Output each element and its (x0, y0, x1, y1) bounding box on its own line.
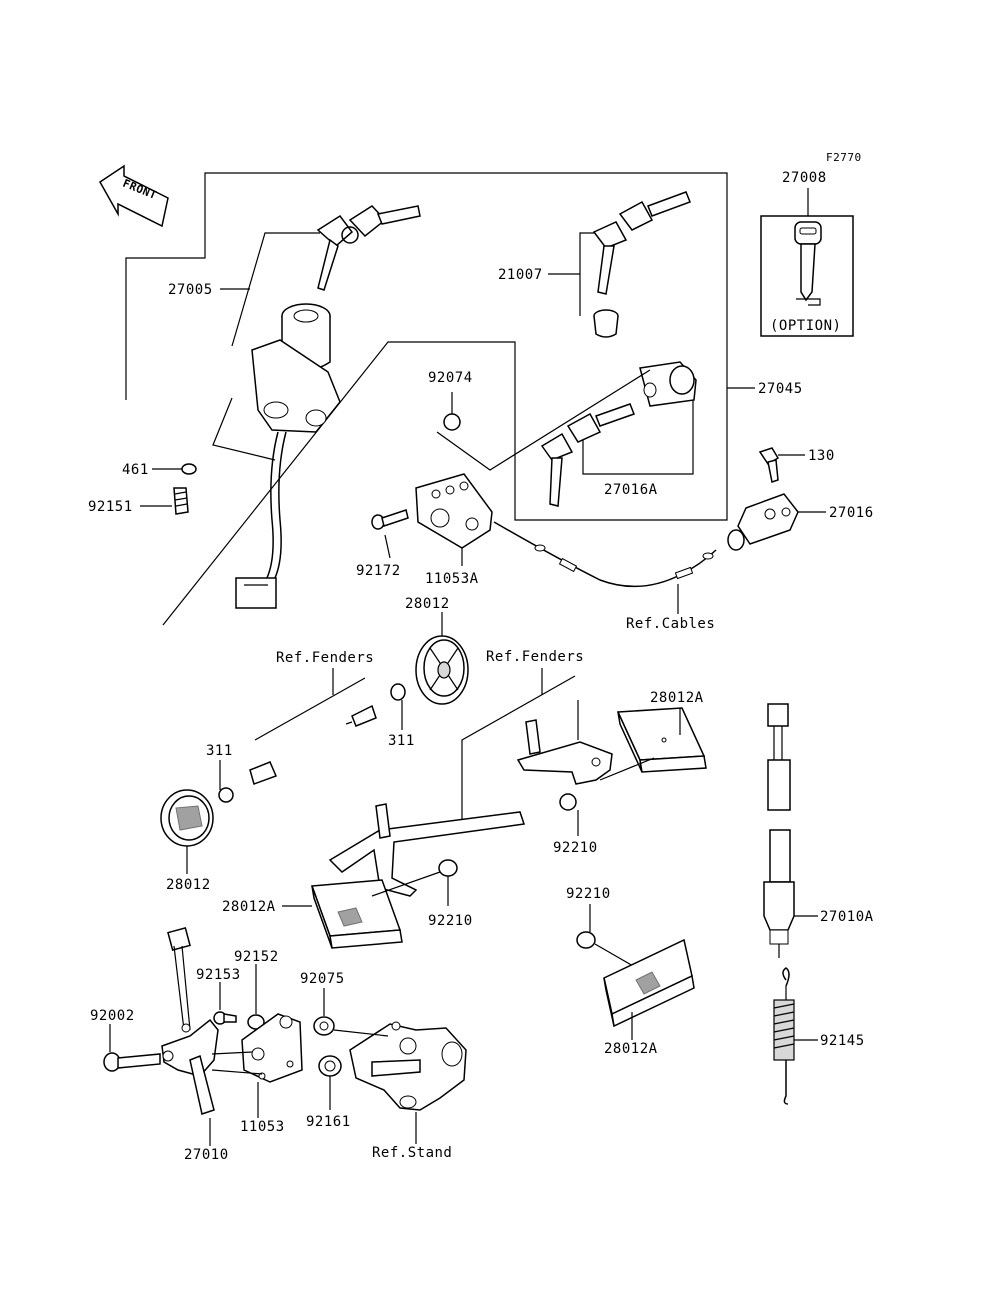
option-box (760, 215, 854, 337)
keys-21007-icon (592, 191, 691, 295)
label-92074: 92074 (428, 370, 473, 386)
label-27016: 27016 (829, 505, 874, 521)
lock-27016A-icon (639, 361, 697, 407)
label-311-lower: 311 (206, 743, 233, 759)
keys-27016A-icon (540, 403, 635, 507)
label-option: (OPTION) (770, 318, 841, 334)
label-28012A-mid: 28012A (222, 899, 276, 915)
bolt-130-icon (758, 447, 780, 483)
reflector-28012A-bottom-icon (603, 938, 695, 1028)
collar-92161-icon (318, 1055, 342, 1077)
label-28012A-bottom: 28012A (604, 1041, 658, 1057)
keys-27005-icon (316, 205, 421, 291)
label-27016A: 27016A (604, 482, 658, 498)
label-27008: 27008 (782, 170, 827, 186)
label-28012A-top: 28012A (650, 690, 704, 706)
label-92172: 92172 (356, 563, 401, 579)
bolt-92151-icon (173, 487, 189, 515)
label-92075: 92075 (300, 971, 345, 987)
label-27010: 27010 (184, 1147, 229, 1163)
label-92161: 92161 (306, 1114, 351, 1130)
cylinder-21007-icon (593, 309, 619, 338)
bolt-92002-icon (103, 1052, 161, 1072)
label-ref-stand: Ref.Stand (372, 1145, 452, 1161)
label-28012-left: 28012 (166, 877, 211, 893)
bracket-reflector-lower-icon (328, 803, 525, 897)
switch-27010A-icon (763, 703, 795, 958)
label-ref-fenders-right: Ref.Fenders (486, 649, 584, 665)
bolt-92172-icon (371, 509, 409, 530)
reflector-28012-left-icon (160, 789, 214, 847)
cable-icon (493, 521, 717, 588)
label-27010A: 27010A (820, 909, 874, 925)
plate-11053-icon (241, 1013, 303, 1083)
label-92152: 92152 (234, 949, 279, 965)
label-28012-top: 28012 (405, 596, 450, 612)
label-92210-mid: 92210 (428, 913, 473, 929)
group-outline-27045 (125, 172, 728, 626)
label-21007: 21007 (498, 267, 543, 283)
figure-code: F2770 (826, 151, 862, 164)
label-92210-upper: 92210 (553, 840, 598, 856)
label-130: 130 (808, 448, 835, 464)
nut-311-upper-icon (390, 683, 406, 701)
label-27005: 27005 (168, 282, 213, 298)
label-ref-cables: Ref.Cables (626, 616, 715, 632)
bolt-92153-icon (213, 1011, 237, 1025)
collar-92075-icon (313, 1016, 335, 1036)
label-11053: 11053 (240, 1119, 285, 1135)
label-92210-right: 92210 (566, 886, 611, 902)
label-ref-fenders-left: Ref.Fenders (276, 650, 374, 666)
nut-92210-upper-icon (559, 793, 577, 811)
bracket-reflector-upper-icon (516, 719, 613, 785)
label-92145: 92145 (820, 1033, 865, 1049)
washer-461-icon (181, 463, 197, 475)
lock-27016-icon (727, 493, 799, 551)
label-27045: 27045 (758, 381, 803, 397)
key-27008-icon (794, 221, 822, 306)
stud-lower-icon (249, 761, 278, 785)
stud-upper-icon (345, 704, 377, 727)
side-stand-icon (349, 1021, 467, 1111)
reflector-28012A-top-icon (616, 707, 707, 773)
label-92002: 92002 (90, 1008, 135, 1024)
label-311-upper: 311 (388, 733, 415, 749)
ignition-switch-27005-icon (235, 303, 341, 609)
nut-311-lower-icon (218, 787, 234, 803)
reflector-28012-top-icon (415, 635, 469, 705)
nut-92210-mid-icon (438, 859, 458, 877)
label-461: 461 (122, 462, 149, 478)
label-92151: 92151 (88, 499, 133, 515)
spring-92145-icon (773, 967, 795, 1105)
label-92153: 92153 (196, 967, 241, 983)
switch-27010-icon (161, 927, 219, 1115)
front-arrow-icon: FRONT (99, 164, 169, 228)
grommet-92074-icon (443, 413, 461, 431)
nut-92210-right-icon (576, 931, 596, 949)
label-11053A: 11053A (425, 571, 479, 587)
bracket-11053A-icon (415, 473, 493, 549)
